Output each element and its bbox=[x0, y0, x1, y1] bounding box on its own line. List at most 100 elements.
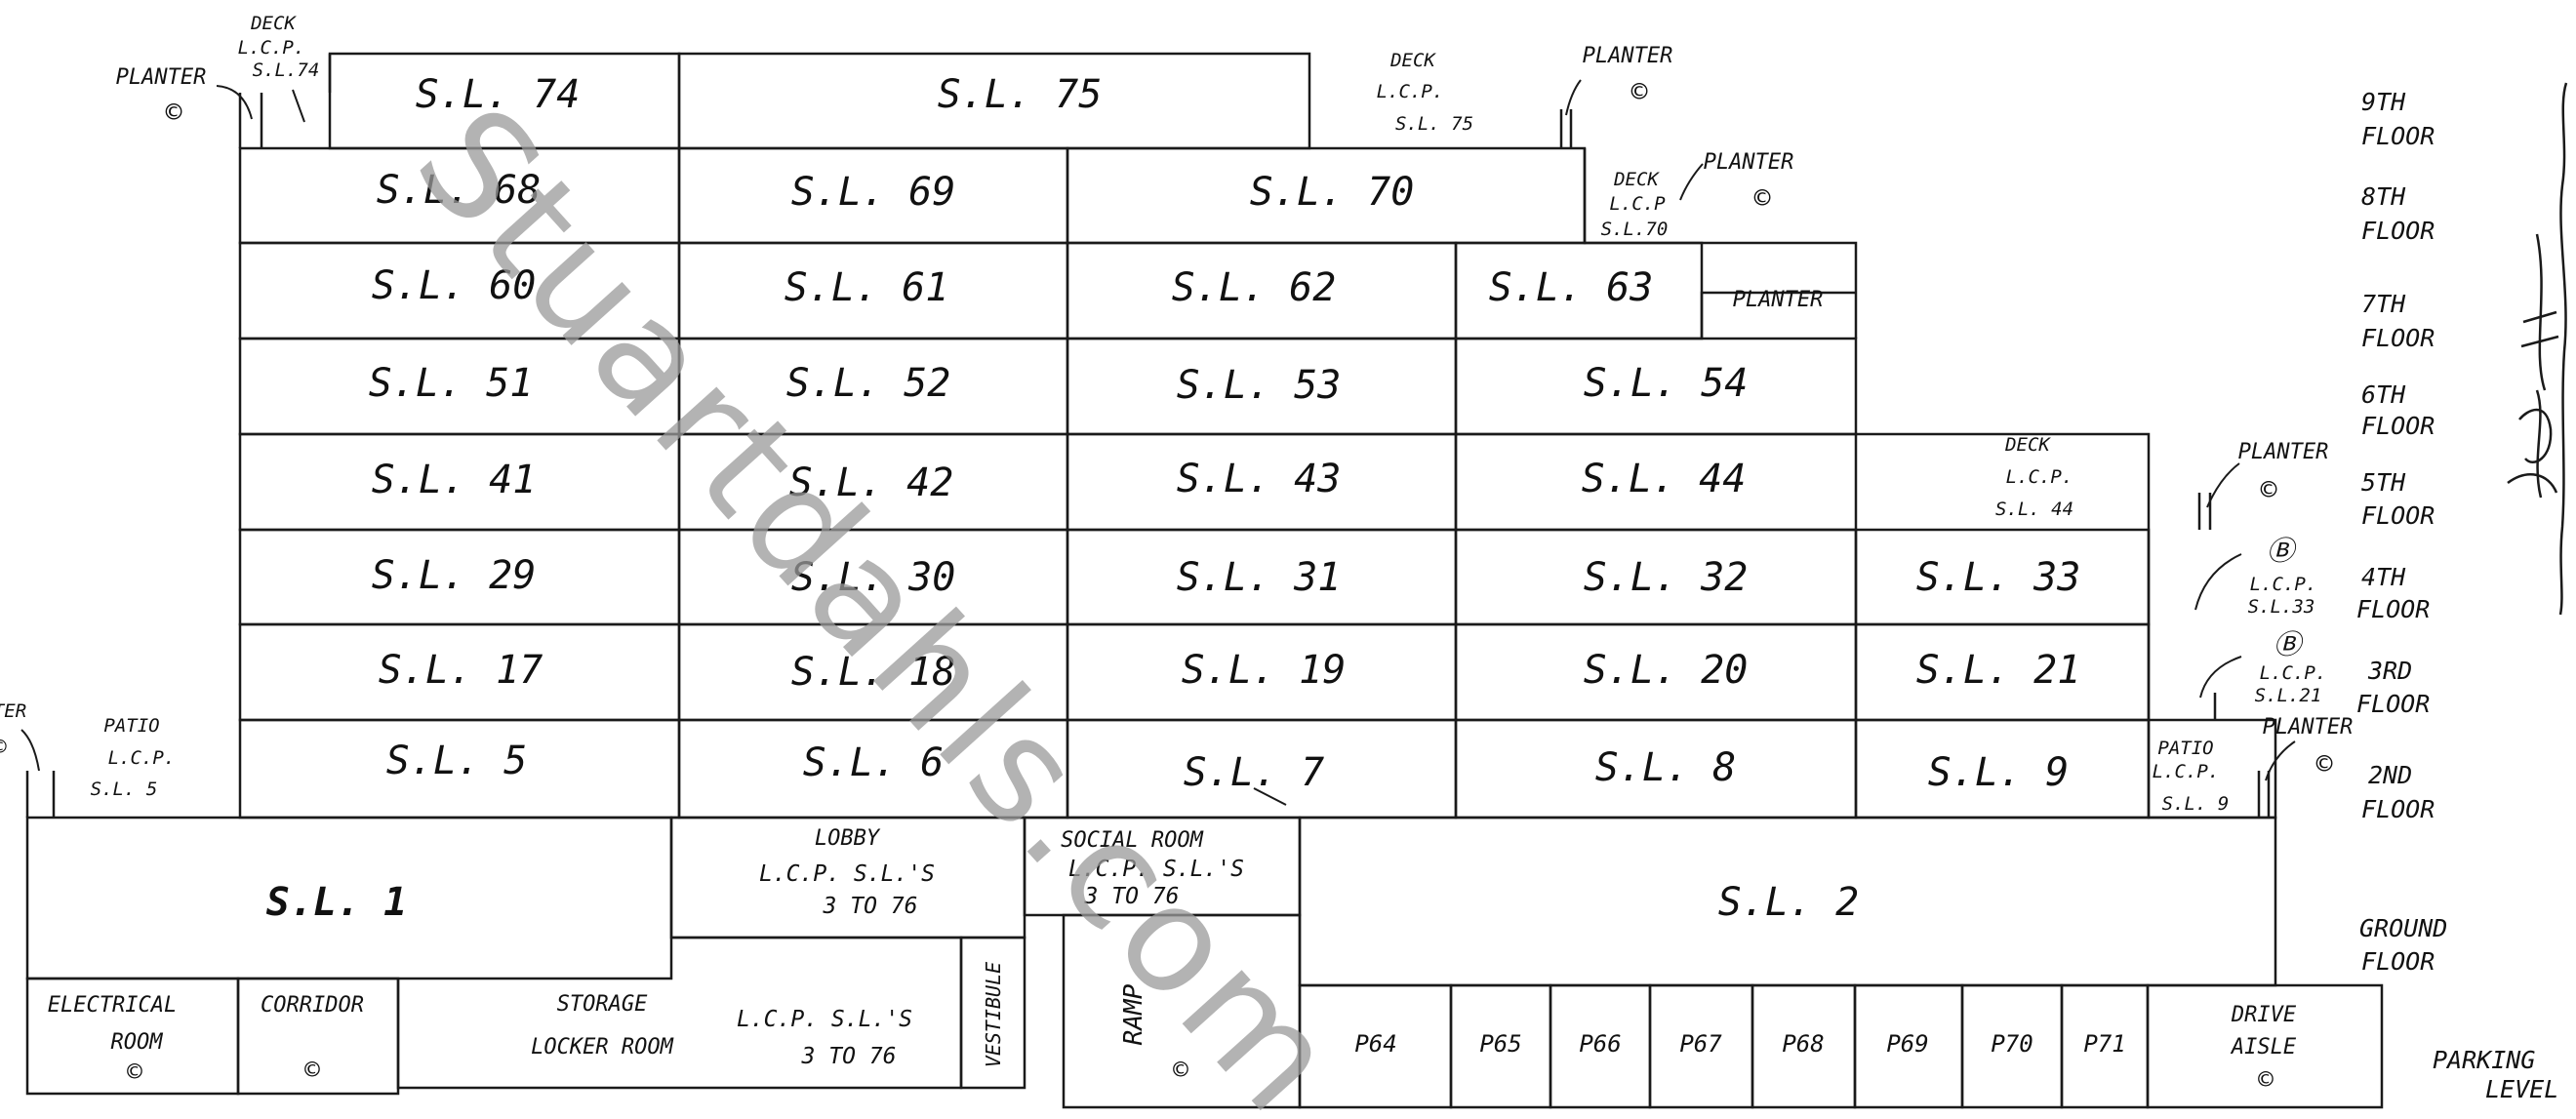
floor-5-label: 5TH bbox=[2361, 468, 2406, 497]
unit-label-69: S.L. 69 bbox=[791, 170, 956, 215]
planter-70-leader bbox=[1679, 163, 1704, 201]
floor-8-sub: FLOOR bbox=[2361, 217, 2435, 245]
deck-75-label: DECK bbox=[1389, 50, 1436, 71]
storage-label-a: STORAGE bbox=[557, 992, 648, 1017]
unit-label-1: S.L. 1 bbox=[266, 880, 408, 925]
floor-7-sub: FLOOR bbox=[2361, 324, 2435, 352]
deck-74-leader bbox=[292, 89, 305, 123]
unit-label-61: S.L. 61 bbox=[785, 265, 949, 310]
unit-label-31: S.L. 31 bbox=[1177, 555, 1342, 600]
planter-44-common-icon: © bbox=[2261, 473, 2277, 505]
deck-70-label: DECK bbox=[1613, 169, 1660, 190]
unit-label-7: S.L. 7 bbox=[1184, 750, 1325, 795]
3rd-balcony bbox=[2147, 624, 2217, 720]
floor-2-label: 2ND bbox=[2368, 761, 2412, 789]
unit-label-19: S.L. 19 bbox=[1182, 648, 1347, 693]
unit-label-33: S.L. 33 bbox=[1916, 555, 2081, 600]
ramp-label: RAMP bbox=[1119, 983, 1148, 1045]
planter-70-label: PLANTER bbox=[1704, 150, 1794, 175]
deck-74-lcp: L.C.P. bbox=[238, 37, 305, 59]
parking-label-p69: P69 bbox=[1886, 1030, 1928, 1058]
leader-lines bbox=[20, 79, 2296, 806]
patio-9-lcp: L.C.P. bbox=[2153, 761, 2220, 782]
ramp-common-icon: © bbox=[1173, 1056, 1188, 1085]
common-labels: LOBBY L.C.P. S.L.'S 3 TO 76 SOCIAL ROOM … bbox=[48, 826, 2297, 1095]
social-lcp-label: L.C.P. S.L.'S bbox=[1068, 857, 1244, 882]
unit-label-54: S.L. 54 bbox=[1584, 361, 1749, 406]
planter-5-common-icon: © bbox=[0, 736, 7, 760]
floor-5-sub: FLOOR bbox=[2361, 501, 2435, 530]
storage-label-b: LOCKER ROOM bbox=[531, 1035, 673, 1059]
unit-label-9: S.L. 9 bbox=[1928, 750, 2070, 795]
planter-2nd-label: PLANTER bbox=[2263, 715, 2354, 739]
deck-74-label: DECK bbox=[250, 13, 297, 34]
unit-label-41: S.L. 41 bbox=[372, 458, 537, 502]
social-room-label: SOCIAL ROOM bbox=[1061, 828, 1203, 853]
deck-44-unit: S.L. 44 bbox=[1995, 499, 2073, 520]
planter-5-label: TER bbox=[0, 700, 26, 722]
unit-label-6: S.L. 6 bbox=[803, 740, 945, 785]
patio-9-unit: S.L. 9 bbox=[2162, 793, 2230, 815]
planter-74-common-icon: © bbox=[166, 96, 182, 128]
storage-outline bbox=[396, 979, 671, 1090]
patio-5-label: PATIO bbox=[103, 715, 159, 737]
unit-label-43: S.L. 43 bbox=[1177, 457, 1342, 501]
floor-3-label: 3RD bbox=[2367, 657, 2412, 685]
parking-label-p71: P71 bbox=[2083, 1030, 2125, 1058]
unit-label-17: S.L. 17 bbox=[379, 648, 543, 693]
deck-44-lcp: L.C.P. bbox=[2006, 466, 2073, 488]
signature bbox=[2507, 82, 2568, 616]
planter-2nd bbox=[2257, 771, 2271, 818]
unit-label-18: S.L. 18 bbox=[791, 650, 956, 695]
parking-label-p64: P64 bbox=[1354, 1030, 1396, 1058]
planter-2nd-common-icon: © bbox=[2316, 747, 2333, 779]
unit-label-60: S.L. 60 bbox=[372, 263, 537, 308]
lcp33-leader bbox=[2194, 553, 2242, 611]
drive-aisle-box bbox=[2146, 983, 2384, 1109]
planter-75-leader bbox=[1565, 79, 1582, 116]
planter-7th-label: PLANTER bbox=[1733, 288, 1824, 312]
unit-label-32: S.L. 32 bbox=[1584, 555, 1749, 600]
parking-label-p66: P66 bbox=[1579, 1030, 1621, 1058]
lobby-label: LOBBY bbox=[815, 826, 881, 851]
unit-label-42: S.L. 42 bbox=[789, 460, 954, 505]
floor-2-sub: FLOOR bbox=[2361, 795, 2435, 823]
vestibule-box bbox=[959, 936, 1026, 1090]
ground-floor-label: GROUND bbox=[2359, 914, 2447, 942]
unit-label-21: S.L. 21 bbox=[1916, 648, 2081, 693]
deck-75-parapet bbox=[1559, 109, 1573, 148]
lcp-33-lcp: L.C.P. bbox=[2250, 574, 2317, 595]
floor-8-label: 8TH bbox=[2361, 182, 2406, 211]
storage-range-label: 3 TO 76 bbox=[801, 1044, 897, 1069]
planter-5-leader bbox=[20, 729, 40, 772]
parking-level-sub: LEVEL bbox=[2485, 1075, 2558, 1103]
parking-label-p67: P67 bbox=[1679, 1030, 1722, 1058]
unit-label-75: S.L. 75 bbox=[938, 72, 1103, 117]
patio-5-parapet bbox=[25, 771, 56, 818]
planter-44-label: PLANTER bbox=[2238, 440, 2329, 464]
floor-9-sub: FLOOR bbox=[2361, 122, 2435, 150]
drive-aisle-common-icon: © bbox=[2258, 1065, 2274, 1095]
storage-lcp-label: L.C.P. S.L.'S bbox=[737, 1007, 912, 1032]
unit-label-51: S.L. 51 bbox=[369, 361, 534, 406]
floor-4-label: 4TH bbox=[2361, 563, 2406, 591]
floor-9-label: 9TH bbox=[2361, 88, 2406, 116]
electrical-label-b: ROOM bbox=[111, 1030, 164, 1055]
deck-70-unit: S.L.70 bbox=[1601, 219, 1669, 240]
unit-label-20: S.L. 20 bbox=[1584, 648, 1749, 693]
patio-5-lcp: L.C.P. bbox=[108, 747, 176, 769]
planter-70-common-icon: © bbox=[1754, 181, 1771, 214]
parking-label-p68: P68 bbox=[1782, 1030, 1824, 1058]
lcp-21-unit: S.L.21 bbox=[2255, 685, 2322, 706]
deck-70-lcp: L.C.P bbox=[1609, 193, 1666, 215]
corridor-label: CORRIDOR bbox=[261, 993, 364, 1018]
deck-44-label: DECK bbox=[2004, 434, 2051, 456]
unit-label-2: S.L. 2 bbox=[1718, 880, 1860, 925]
unit-label-8: S.L. 8 bbox=[1595, 745, 1737, 790]
electrical-label-a: ELECTRICAL bbox=[48, 993, 177, 1018]
unit-label-70: S.L. 70 bbox=[1250, 170, 1415, 215]
lcp-33-limited-icon: Ⓑ bbox=[2267, 535, 2298, 567]
corridor-common-icon: © bbox=[304, 1056, 320, 1085]
electrical-common-icon: © bbox=[127, 1058, 142, 1087]
lobby-lcp-label: L.C.P. S.L.'S bbox=[759, 861, 935, 887]
